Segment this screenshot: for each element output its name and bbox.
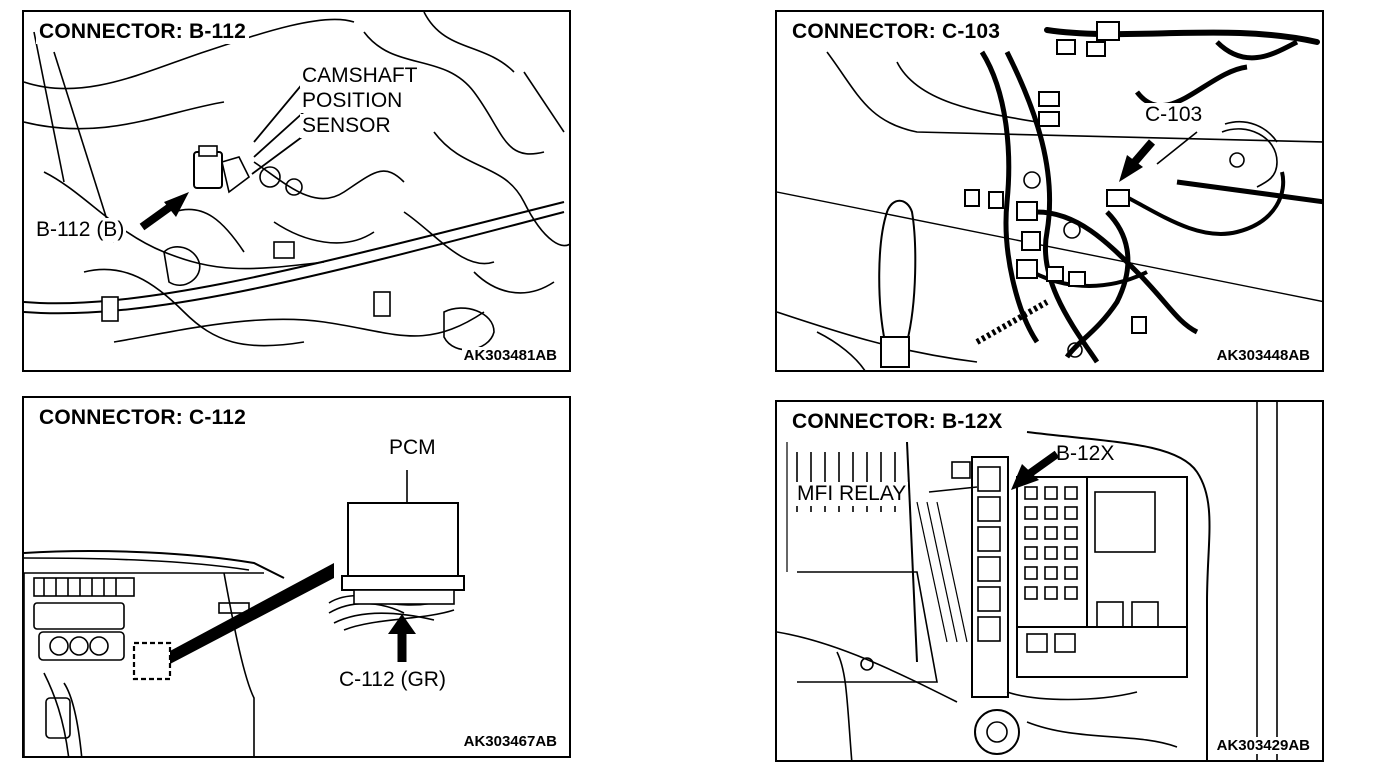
interior-wiring-illustration [777, 21, 1322, 370]
connector-label: B-12X [1056, 442, 1115, 465]
panel-title: CONNECTOR: B-112 [36, 20, 250, 44]
connector-label: B-112 (B) [34, 218, 127, 242]
sensor-label-line2: POSITION [300, 89, 405, 113]
panel-title: CONNECTOR: C-103 [789, 20, 1004, 44]
pcm-label: PCM [387, 436, 438, 460]
engine-bay-illustration [24, 12, 569, 351]
figure-code: AK303448AB [1214, 347, 1312, 364]
connector-label: C-103 [1143, 103, 1205, 127]
figure-code: AK303467AB [461, 733, 559, 750]
panel-c103: CONNECTOR: C-103 C-103 AK303448AB [775, 10, 1324, 372]
panel-c112: CONNECTOR: C-112 PCM C-112 (GR) AK303467… [22, 396, 571, 758]
panel-title: CONNECTOR: C-112 [36, 406, 250, 430]
relay-label: MFI RELAY [795, 482, 909, 506]
connector-label: C-112 (GR) [337, 668, 448, 692]
figure-code: AK303429AB [1214, 737, 1312, 754]
panel-title: CONNECTOR: B-12X [789, 410, 1006, 434]
sensor-label-line3: SENSOR [300, 114, 393, 138]
panel-b12x: CONNECTOR: B-12X B-12X MFI RELAY AK30342… [775, 400, 1324, 762]
dashboard-pcm-illustration [24, 470, 465, 756]
relay-box-illustration [777, 402, 1278, 760]
panel-b112: CONNECTOR: B-112 CAMSHAFT POSITION SENSO… [22, 10, 571, 372]
sensor-label-line1: CAMSHAFT [300, 64, 420, 88]
figure-code: AK303481AB [461, 347, 559, 364]
